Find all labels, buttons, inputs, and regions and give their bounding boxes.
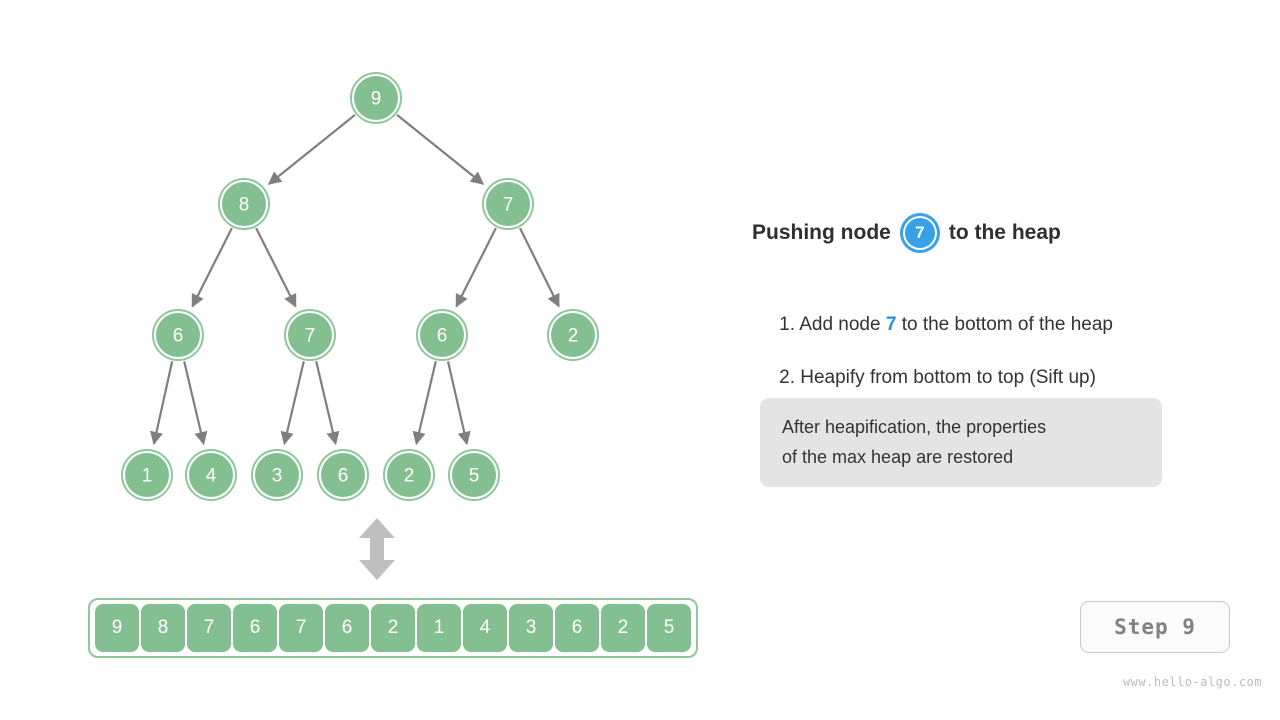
tree-node-circle	[156, 313, 200, 357]
note-line-2: of the max heap are restored	[782, 446, 1014, 467]
tree-edge	[191, 227, 233, 308]
tree-node-value: 8	[239, 195, 250, 216]
tree-edge	[396, 114, 485, 185]
tree-node: 6	[416, 309, 468, 361]
tree-node: 1	[121, 449, 173, 501]
tree-edge	[280, 361, 305, 446]
array-cell: 9	[95, 604, 139, 652]
tree-node-value: 3	[272, 466, 283, 487]
tree-node-ring	[284, 309, 336, 361]
tree-node: 5	[448, 449, 500, 501]
note-line-1: After heapification, the properties	[782, 417, 1047, 437]
array-cell: 2	[601, 604, 645, 652]
tree-node-value: 4	[206, 466, 217, 487]
array-cell: 4	[463, 604, 507, 652]
tree-node-ring	[482, 178, 534, 230]
tree-edge	[412, 361, 437, 446]
tree-node-circle	[387, 453, 431, 497]
tree-edge	[183, 361, 208, 446]
instruction-step-1: 1. Add node 7 to the bottom of the heap	[758, 292, 1113, 358]
site-watermark: www.hello-algo.com	[1122, 675, 1262, 689]
title-prefix: Pushing node	[752, 221, 891, 244]
tree-node-ring	[218, 178, 270, 230]
tree-node-value: 6	[338, 466, 349, 487]
tree-node-ring	[185, 449, 237, 501]
step-2-prefix: 2. Heapify from bottom to top (Sift up)	[779, 367, 1096, 388]
tree-edge	[315, 361, 340, 446]
tree-node-circle	[189, 453, 233, 497]
instruction-step-2: 2. Heapify from bottom to top (Sift up)	[758, 345, 1096, 411]
tree-node: 6	[152, 309, 204, 361]
tree-edge	[150, 361, 174, 446]
tree-node-value: 6	[437, 326, 448, 347]
tree-node-circle	[354, 76, 398, 120]
tree-node-value: 5	[469, 466, 480, 487]
tree-node-value: 2	[568, 326, 579, 347]
array-cell: 8	[141, 604, 185, 652]
tree-node-value: 2	[404, 466, 415, 487]
tree-node-circle	[288, 313, 332, 357]
array-cell: 7	[187, 604, 231, 652]
tree-edge	[519, 227, 560, 308]
array-cell: 7	[279, 604, 323, 652]
title-suffix: to the heap	[948, 221, 1061, 244]
tree-node: 3	[251, 449, 303, 501]
array-cell: 6	[325, 604, 369, 652]
tree-node-ring	[547, 309, 599, 361]
tree-node: 8	[218, 178, 270, 230]
panel-title: Pushing node 7 to the heap	[752, 216, 1061, 250]
tree-node-ring	[121, 449, 173, 501]
step-counter-badge: Step 9	[1080, 601, 1230, 653]
step-1-prefix: 1. Add node	[779, 314, 886, 335]
step-1-suffix: to the bottom of the heap	[896, 314, 1113, 335]
tree-node-circle	[551, 313, 595, 357]
explanation-panel: Pushing node 7 to the heap 1. Add node 7…	[752, 0, 1262, 720]
tree-node-ring	[416, 309, 468, 361]
result-note: After heapification, the properties of t…	[760, 398, 1162, 488]
array-cell: 3	[509, 604, 553, 652]
tree-node: 7	[284, 309, 336, 361]
tree-node-ring	[152, 309, 204, 361]
pushed-node-badge: 7	[902, 216, 937, 250]
tree-node-circle	[452, 453, 496, 497]
tree-node-circle	[420, 313, 464, 357]
tree-node-ring	[350, 72, 402, 124]
tree-node-value: 6	[173, 326, 184, 347]
tree-node-ring	[383, 449, 435, 501]
tree-edge	[255, 227, 297, 308]
tree-edge	[455, 227, 497, 308]
tree-node: 4	[185, 449, 237, 501]
tree-node-circle	[222, 182, 266, 226]
tree-node: 6	[317, 449, 369, 501]
tree-node-value: 1	[142, 466, 153, 487]
tree-node: 7	[482, 178, 534, 230]
array-cell: 1	[417, 604, 461, 652]
tree-node-value: 7	[503, 195, 514, 216]
array-cell: 6	[555, 604, 599, 652]
tree-node-value: 9	[371, 89, 382, 110]
step-1-highlight: 7	[885, 314, 897, 335]
tree-node-value: 7	[305, 326, 316, 347]
tree-node-circle	[486, 182, 530, 226]
array-cell: 5	[647, 604, 691, 652]
tree-node: 9	[350, 72, 402, 124]
tree-nodes: 9 8 7 6 7 6 2 1 4 3 6 2 5	[121, 72, 599, 501]
tree-edges	[150, 114, 560, 446]
double-headed-vertical-arrow-icon	[359, 518, 395, 580]
array-cell: 2	[371, 604, 415, 652]
tree-node-circle	[321, 453, 365, 497]
binary-tree-diagram: 9 8 7 6 7 6 2 1 4 3 6 2 5	[121, 72, 599, 501]
array-cell: 6	[233, 604, 277, 652]
tree-node: 2	[547, 309, 599, 361]
tree-node-ring	[251, 449, 303, 501]
tree-node-ring	[317, 449, 369, 501]
tree-edge	[267, 114, 356, 185]
tree-node: 2	[383, 449, 435, 501]
tree-edge	[446, 361, 471, 446]
tree-node-circle	[125, 453, 169, 497]
tree-node-circle	[255, 453, 299, 497]
tree-node-ring	[448, 449, 500, 501]
